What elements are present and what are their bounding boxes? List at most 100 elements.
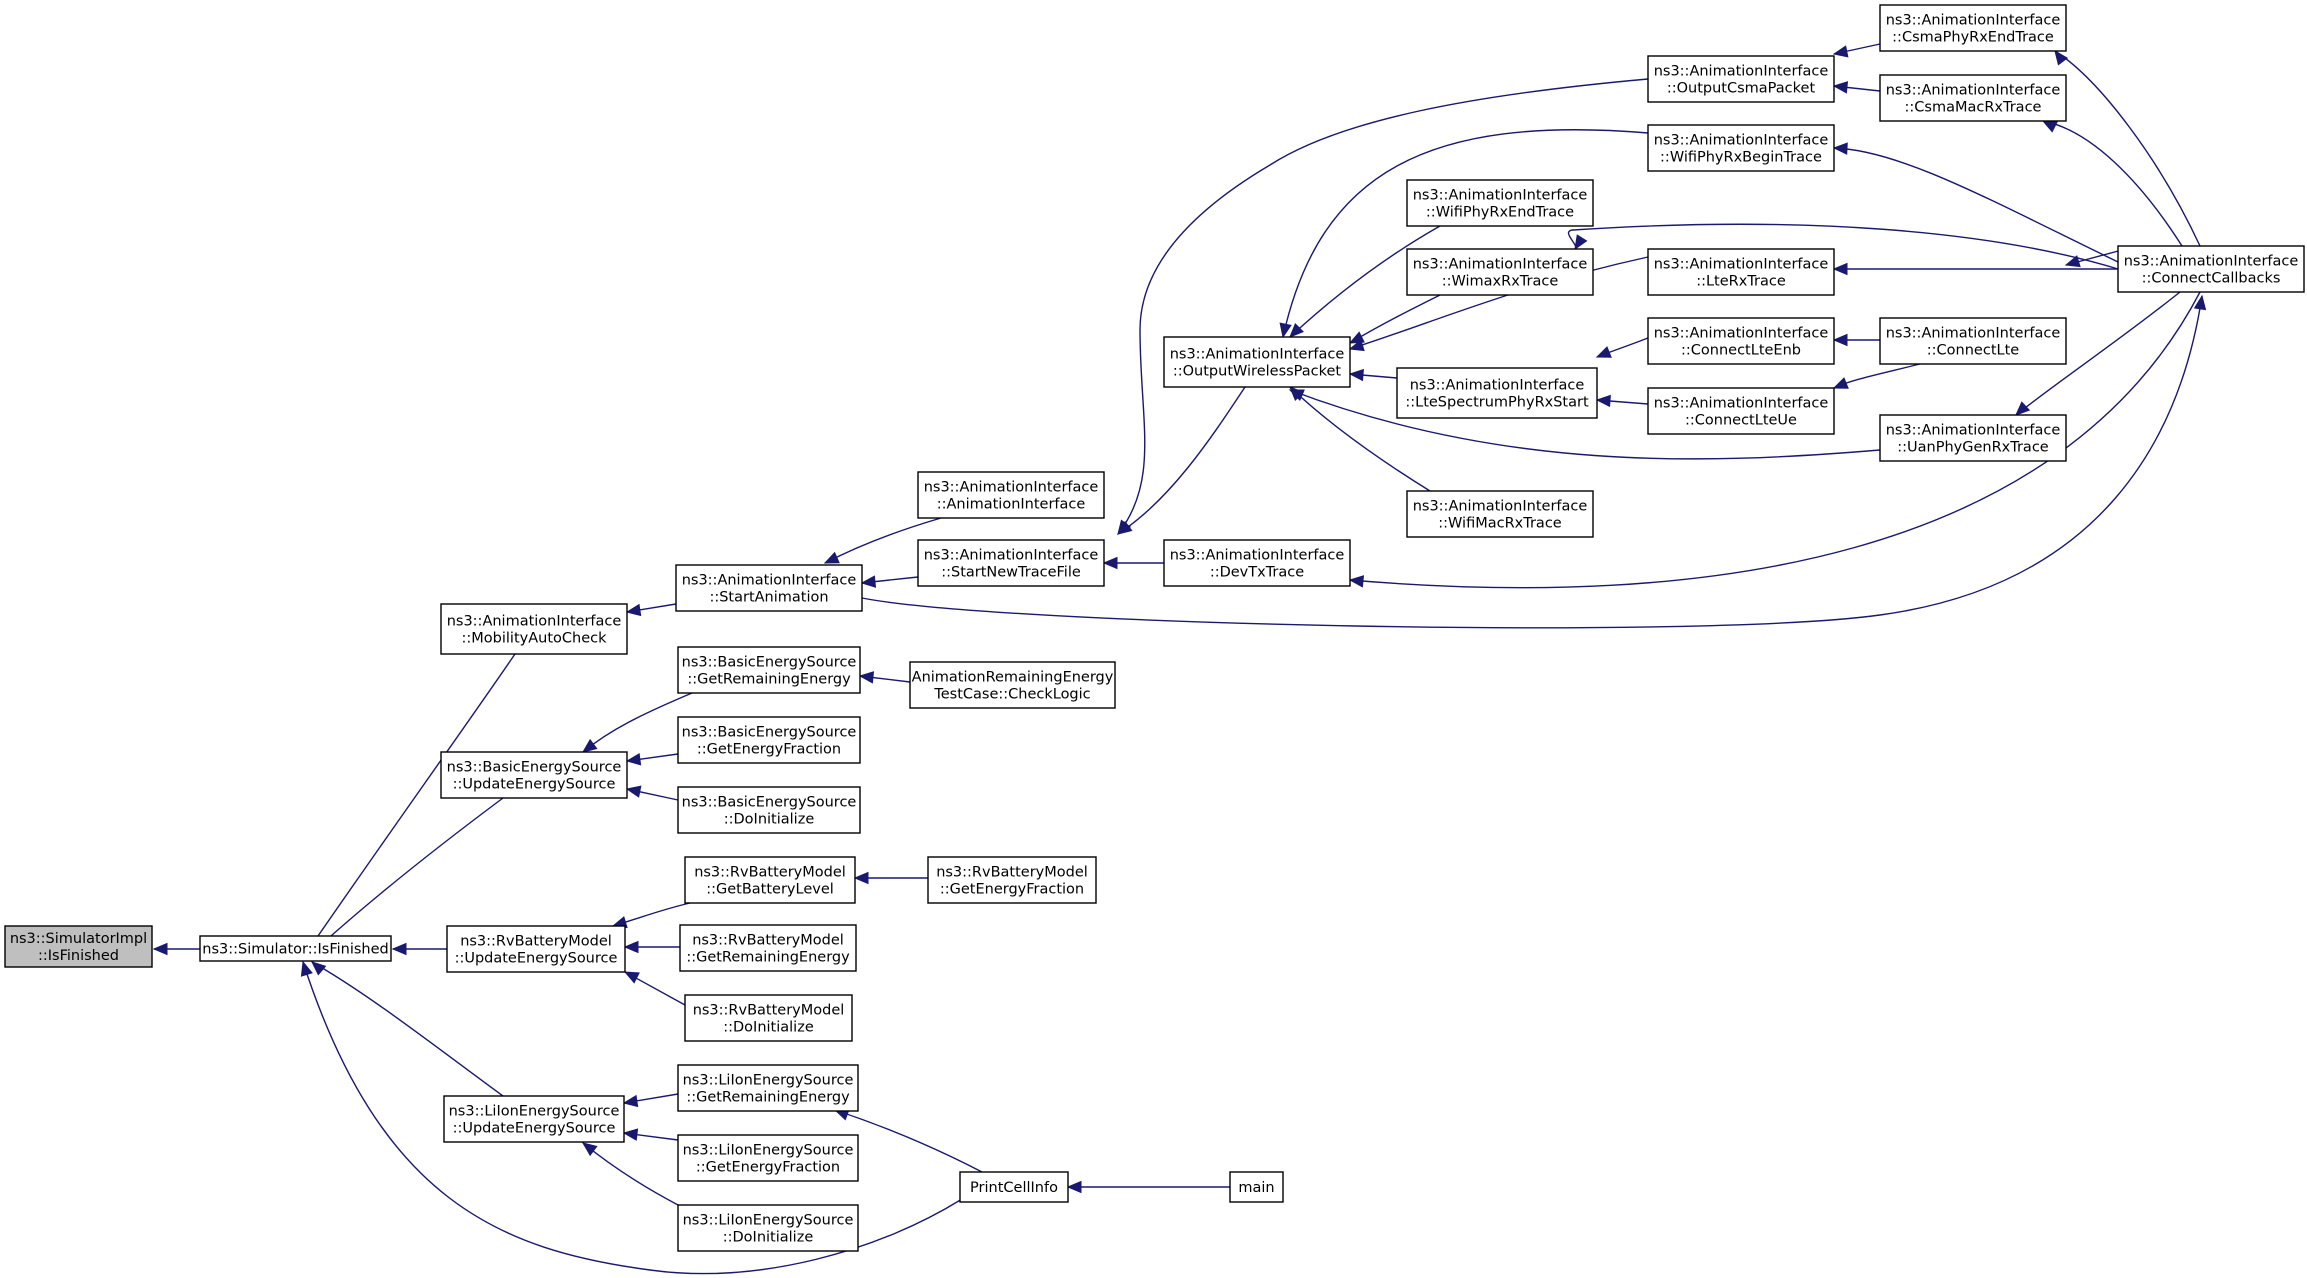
node-label-line: ns3::AnimationInterface [1886,13,2061,29]
node-label-line: TestCase::CheckLogic [933,687,1090,703]
call-edges [152,43,2207,1275]
node-label-line: ::UpdateEnergySource [453,1121,616,1137]
node-startAnimation[interactable]: ns3::AnimationInterface::StartAnimation [675,564,863,612]
node-label-line: ::CsmaMacRxTrace [1905,100,2042,116]
edge-lteRx->outputWireless-arrowhead [1348,339,1365,352]
node-wifiPhyRxBegin[interactable]: ns3::AnimationInterface::WifiPhyRxBeginT… [1647,124,1835,172]
node-startNewTraceFile[interactable]: ns3::AnimationInterface::StartNewTraceFi… [917,539,1105,587]
node-label-line: ::ConnectLteUe [1685,413,1797,429]
node-connectLteUe[interactable]: ns3::AnimationInterface::ConnectLteUe [1647,387,1835,435]
node-box [1879,414,2067,462]
edge-wimax->outputWireless-arrowhead [1348,331,1365,344]
node-devTxTrace[interactable]: ns3::AnimationInterface::DevTxTrace [1163,539,1351,587]
node-basicGetFraction[interactable]: ns3::BasicEnergySource::GetEnergyFractio… [677,716,861,764]
edge-checkLogic->basicRem-arrowhead [858,671,875,684]
node-label-line: ns3::AnimationInterface [1410,378,1585,394]
node-label-line: ns3::LiIonEnergySource [449,1104,620,1120]
node-label-line: ::WifiMacRxTrace [1438,516,1562,532]
node-rvGetRemaining[interactable]: ns3::RvBatteryModel::GetRemainingEnergy [679,924,857,972]
node-label-line: ::ConnectLte [1927,343,2019,359]
node-label-line: ns3::AnimationInterface [1654,257,1829,273]
node-csmaMacRx[interactable]: ns3::AnimationInterface::CsmaMacRxTrace [1879,74,2067,122]
node-label-line: ns3::AnimationInterface [1654,64,1829,80]
node-outputWireless[interactable]: ns3::AnimationInterface::OutputWirelessP… [1163,336,1351,388]
edge-liionFrac->liion-arrowhead [622,1128,639,1141]
node-checkLogic[interactable]: AnimationRemainingEnergyTestCase::CheckL… [909,661,1116,709]
node-label-line: ::WifiPhyRxBeginTrace [1660,150,1822,166]
node-wifiMacRx[interactable]: ns3::AnimationInterface::WifiMacRxTrace [1406,490,1594,538]
node-label-line: AnimationRemainingEnergy [912,670,1114,686]
edge-rvFrac->rvLevel-arrowhead [853,871,869,885]
node-wimaxRx[interactable]: ns3::AnimationInterface::WimaxRxTrace [1406,248,1594,296]
node-label-line: ns3::AnimationInterface [1886,83,2061,99]
node-root[interactable]: ns3::SimulatorImpl::IsFinished [4,925,153,968]
node-box [927,856,1097,904]
node-wifiPhyRxEnd[interactable]: ns3::AnimationInterface::WifiPhyRxEndTra… [1406,179,1594,227]
node-label-line: ::DoInitialize [723,1020,814,1036]
edge-print->sim-arrowhead [300,960,313,977]
node-liionUpdate[interactable]: ns3::LiIonEnergySource::UpdateEnergySour… [443,1095,625,1143]
node-lteRx[interactable]: ns3::AnimationInterface::LteRxTrace [1647,248,1835,296]
edge-cc->uan [2015,291,2181,416]
node-label-line: ns3::LiIonEnergySource [683,1213,854,1229]
node-rvUpdate[interactable]: ns3::RvBatteryModel::UpdateEnergySource [446,925,626,973]
node-box [1406,490,1594,538]
edge-uan->outputWireless [1289,389,1881,460]
node-label-line: ::DoInitialize [723,1230,814,1246]
node-liionGetRemaining[interactable]: ns3::LiIonEnergySource::GetRemainingEner… [677,1064,859,1112]
node-label-line: ns3::AnimationInterface [1413,499,1588,515]
node-printCellInfo[interactable]: PrintCellInfo [959,1171,1069,1203]
node-label-line: ::ConnectCallbacks [2142,271,2281,287]
node-box [1406,179,1594,227]
node-label-line: ns3::AnimationInterface [924,480,1099,496]
edge-simIsFinished->root-arrowhead [152,942,168,956]
node-liionDoInit[interactable]: ns3::LiIonEnergySource::DoInitialize [677,1204,859,1252]
node-basicGetRemaining[interactable]: ns3::BasicEnergySource::GetRemainingEner… [677,646,861,694]
node-lteSpectrum[interactable]: ns3::AnimationInterface::LteSpectrumPhyR… [1396,367,1598,419]
node-main[interactable]: main [1229,1171,1284,1203]
node-rvDoInit[interactable]: ns3::RvBatteryModel::DoInitialize [684,994,853,1042]
node-basicDoInit[interactable]: ns3::BasicEnergySource::DoInitialize [677,786,861,834]
node-label-line: ns3::AnimationInterface [1886,326,2061,342]
node-label-line: ::GetEnergyFraction [696,1160,840,1176]
edge-wimax->outputWireless [1349,294,1441,344]
edge-csmaMac->outputCsma-arrowhead [1832,81,1849,94]
node-label-line: ns3::AnimationInterface [1886,423,2061,439]
node-label-line: ns3::AnimationInterface [1170,347,1345,363]
node-label-line: ::OutputCsmaPacket [1667,81,1816,97]
node-label-line: ns3::AnimationInterface [1413,257,1588,273]
node-connectCallbacks[interactable]: ns3::AnimationInterface::ConnectCallback… [2117,245,2305,293]
node-rvGetBatteryLevel[interactable]: ns3::RvBatteryModel::GetBatteryLevel [684,856,856,904]
edge-csmaPhy->outputCsma-arrowhead [1832,45,1849,58]
edge-devTx->newTrace-arrowhead [1102,556,1118,570]
node-animCtor[interactable]: ns3::AnimationInterface::AnimationInterf… [917,471,1105,519]
node-basicUpdate[interactable]: ns3::BasicEnergySource::UpdateEnergySour… [440,751,628,799]
node-label-line: ns3::SimulatorImpl [10,931,147,947]
node-mobilityAutoCheck[interactable]: ns3::AnimationInterface::MobilityAutoChe… [440,603,628,655]
node-simIsFinished[interactable]: ns3::Simulator::IsFinished [199,935,392,962]
node-box [917,471,1105,519]
node-label-line: ::GetRemainingEnergy [686,1090,850,1106]
node-liionGetFraction[interactable]: ns3::LiIonEnergySource::GetEnergyFractio… [677,1134,859,1182]
node-outputCsma[interactable]: ns3::AnimationInterface::OutputCsmaPacke… [1647,55,1835,103]
edge-main->printCell-arrowhead [1066,1180,1082,1194]
node-box [440,603,628,655]
edge-cc->devTx-arrowhead [1348,575,1365,588]
node-connectLte[interactable]: ns3::AnimationInterface::ConnectLte [1879,317,2067,365]
node-box [677,716,861,764]
node-label-line: ns3::AnimationInterface [1654,133,1829,149]
node-label-line: ::GetBatteryLevel [706,882,834,898]
node-uanPhyGenRx[interactable]: ns3::AnimationInterface::UanPhyGenRxTrac… [1879,414,2067,462]
edge-wifiBegin->outputWireless-arrowhead [1279,322,1292,339]
node-box [1647,387,1835,435]
node-connectLteEnb[interactable]: ns3::AnimationInterface::ConnectLteEnb [1647,317,1835,365]
edge-cc->csmaMac-arrowhead [2041,120,2058,133]
node-label-line: ns3::RvBatteryModel [694,865,846,881]
node-label-line: ::UpdateEnergySource [455,951,618,967]
node-csmaPhyRxEnd[interactable]: ns3::AnimationInterface::CsmaPhyRxEndTra… [1879,4,2067,52]
node-label-line: ::StartAnimation [709,590,828,606]
node-rvGetEnergyFraction[interactable]: ns3::RvBatteryModel::GetEnergyFraction [927,856,1097,904]
edge-cc->uan-arrowhead [2015,401,2031,416]
